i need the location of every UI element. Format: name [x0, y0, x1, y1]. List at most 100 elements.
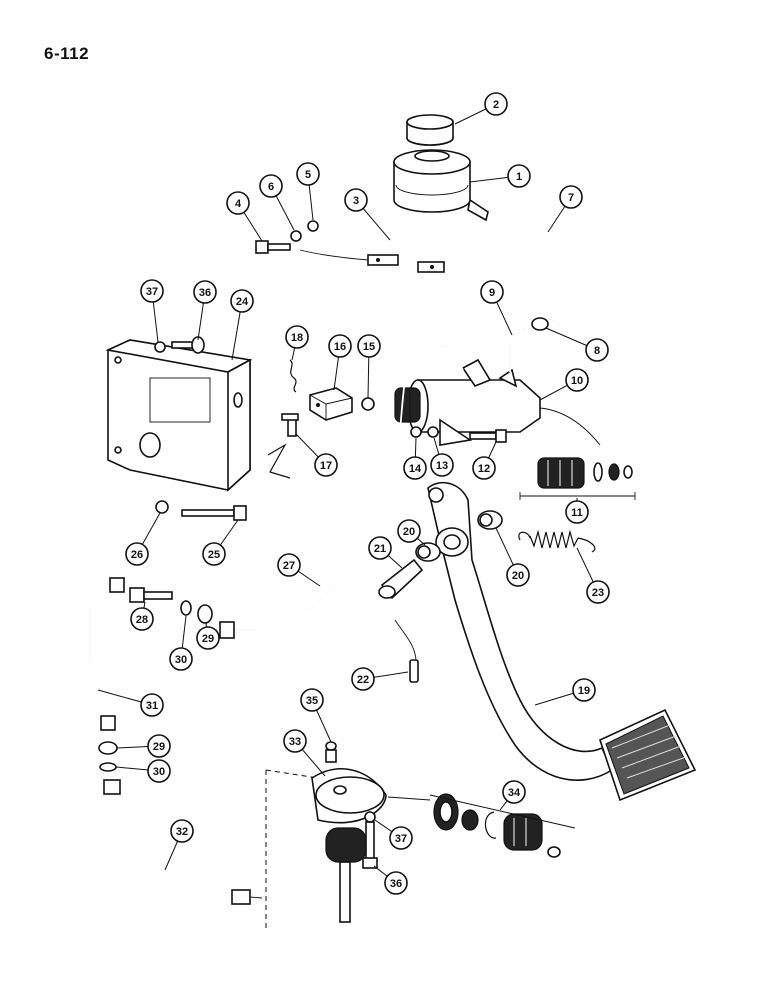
callout-circle [259, 174, 283, 198]
callout-8: 8 [545, 327, 609, 362]
callout-label: 21 [374, 543, 386, 555]
callout-circle [585, 338, 609, 362]
callout-label: 35 [306, 695, 318, 707]
callout-25: 25 [202, 519, 239, 566]
callout-label: 19 [578, 685, 590, 697]
bushing-20-left [415, 542, 441, 562]
callout-label: 16 [334, 341, 346, 353]
repair-kit [519, 457, 636, 500]
callout-circle [403, 456, 427, 480]
callout-circle [328, 334, 352, 358]
callout-label: 26 [131, 549, 143, 561]
clip-18 [289, 359, 297, 393]
slave-cylinder [311, 768, 387, 923]
pedal-pad-tread [605, 715, 690, 795]
callout-circle [502, 780, 526, 804]
callout-label: 30 [175, 654, 187, 666]
callout-circle [506, 563, 530, 587]
callout-label: 6 [268, 181, 274, 193]
callout-circle [170, 819, 194, 843]
callout-22: 22 [351, 667, 409, 691]
callout-circle [507, 164, 531, 188]
callout-label: 24 [236, 296, 249, 308]
callout-31: 31 [97, 689, 164, 717]
bolt-36-top [171, 336, 205, 354]
callout-circle [140, 693, 164, 717]
bushing-20-right [477, 510, 503, 530]
washer-37-lower [364, 811, 376, 823]
callout-label: 18 [291, 332, 303, 344]
callout-label: 14 [409, 463, 422, 475]
callout-2: 2 [454, 92, 508, 125]
washer-5 [307, 220, 319, 232]
bleeder-35 [325, 741, 337, 763]
slave-dash-line-h [265, 769, 319, 779]
callout-label: 36 [390, 878, 402, 890]
callout-circle [484, 92, 508, 116]
pin-22-leader [394, 619, 417, 661]
reservoir-hose-inner [487, 213, 578, 322]
callout-circle [147, 759, 171, 783]
callout-37: 37 [140, 279, 164, 343]
callout-28: 28 [130, 601, 154, 631]
callout-label: 32 [176, 826, 188, 838]
pivot-block [309, 387, 353, 421]
callout-label: 5 [305, 169, 311, 181]
callout-1: 1 [469, 164, 531, 188]
callout-label: 28 [136, 614, 148, 626]
callout-21: 21 [368, 536, 403, 569]
tube-31-nut-bottom [100, 715, 116, 731]
callout-34: 34 [499, 780, 526, 811]
callout-circle [351, 667, 375, 691]
callout-9: 9 [480, 280, 513, 336]
callout-label: 1 [516, 171, 522, 183]
page-number: 6-112 [44, 44, 90, 63]
washer-6 [290, 230, 302, 242]
callout-circle [314, 453, 338, 477]
callout-label: 11 [571, 507, 583, 519]
callout-19: 19 [534, 678, 596, 706]
tube-31-nut-top [109, 577, 125, 593]
callout-label: 37 [395, 833, 407, 845]
callout-circle [230, 289, 254, 313]
nut-15 [361, 397, 375, 411]
callout-circle [202, 542, 226, 566]
callout-circle [389, 826, 413, 850]
callout-circle [384, 871, 408, 895]
callout-circle [226, 191, 250, 215]
callout-circle [565, 368, 589, 392]
bolt-25 [181, 505, 247, 521]
callout-4: 4 [226, 191, 263, 242]
callout-label: 2 [493, 99, 499, 111]
callout-label: 20 [403, 526, 415, 538]
callout-20: 20 [397, 519, 426, 546]
callout-label: 29 [153, 741, 165, 753]
callout-23: 23 [576, 547, 610, 604]
slave-repair-kit [387, 793, 576, 858]
hose-fitting-bottom [231, 889, 251, 905]
callout-32: 32 [164, 819, 194, 871]
tube-nut [219, 621, 235, 639]
callout-label: 12 [478, 463, 490, 475]
callout-circle [140, 279, 164, 303]
hose-clamp-8 [531, 317, 549, 331]
callout-16: 16 [328, 334, 352, 391]
callout-label: 3 [353, 195, 359, 207]
callout-15: 15 [357, 334, 381, 399]
nut-29-top [197, 604, 213, 624]
callout-12: 12 [472, 441, 497, 480]
washer-14 [410, 426, 422, 438]
callout-circle [357, 334, 381, 358]
washer-30-top [180, 600, 192, 616]
callout-circle [193, 280, 217, 304]
callout-label: 37 [146, 286, 158, 298]
callout-circle [565, 500, 589, 524]
callout-circle [397, 519, 421, 543]
callout-circle [283, 729, 307, 753]
callout-3: 3 [344, 188, 391, 241]
callout-29: 29 [196, 622, 220, 650]
callout-label: 9 [489, 287, 495, 299]
pin-17 [281, 413, 299, 437]
callout-label: 34 [508, 787, 521, 799]
